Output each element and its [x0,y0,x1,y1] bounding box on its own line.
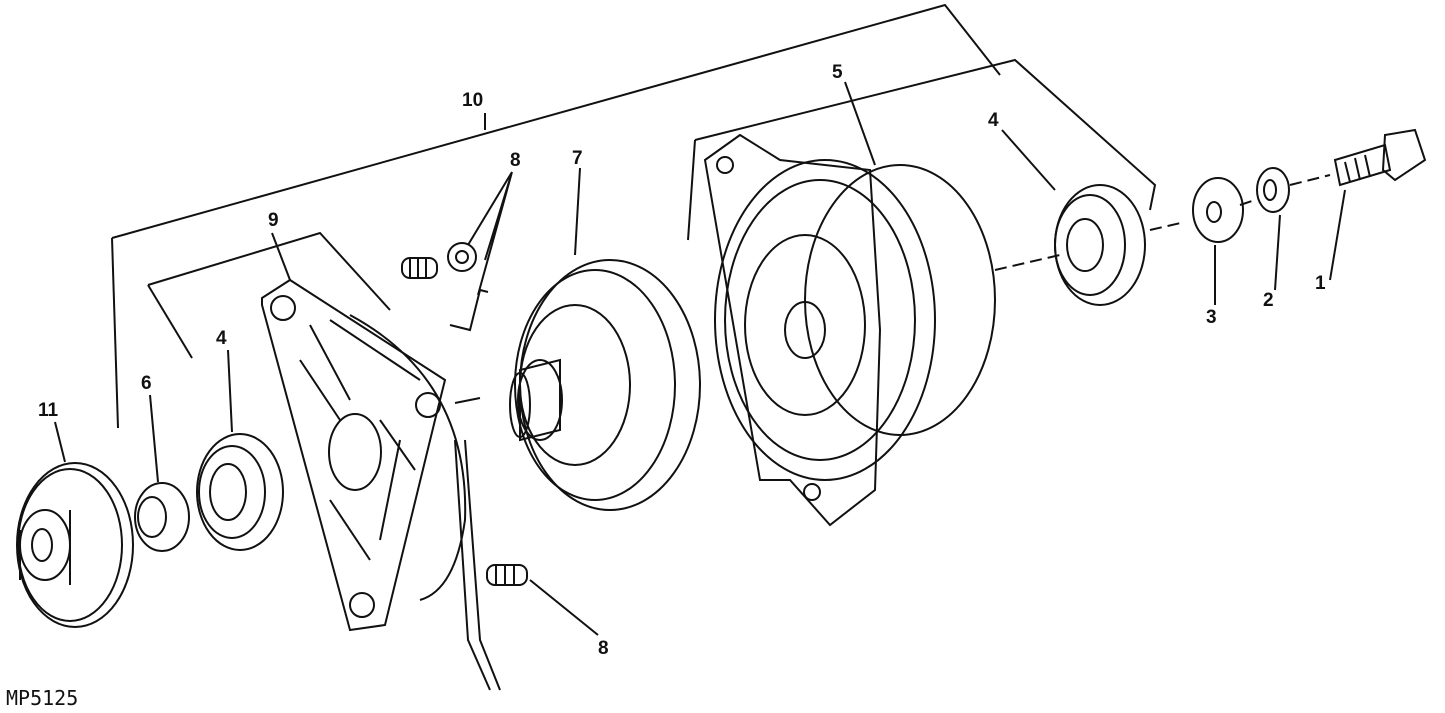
part-9-plate [261,278,501,691]
callout-2: 2 [1263,290,1274,311]
callout-4-left: 4 [216,328,227,349]
callout-1: 1 [1315,273,1326,294]
part-4-bearing-right [1054,184,1146,306]
callout-11: 11 [38,400,59,421]
callout-8-top: 8 [510,150,521,171]
part-4-bearing-left [196,433,284,551]
callout-4-right: 4 [988,110,999,131]
part-2-lock-washer [1256,167,1290,213]
part-11-pulley [16,462,134,628]
callout-5: 5 [832,62,843,83]
callout-7: 7 [572,148,583,169]
part-5-housing [703,133,996,527]
part-8-springs [401,242,528,586]
callout-9: 9 [268,210,279,231]
bracket-5 [694,58,1157,211]
bracket-9 [147,231,391,311]
part-3-washer [1192,177,1244,243]
callout-6: 6 [141,373,152,394]
part-7-rotor [509,259,701,511]
figure-code: MP5125 [6,686,79,710]
part-6-bushing [134,482,190,552]
callout-8-bottom: 8 [598,638,609,659]
callout-3: 3 [1206,307,1217,328]
bracket-10 [111,3,1001,239]
callout-10: 10 [462,90,484,111]
part-1-bolt [1333,128,1427,187]
